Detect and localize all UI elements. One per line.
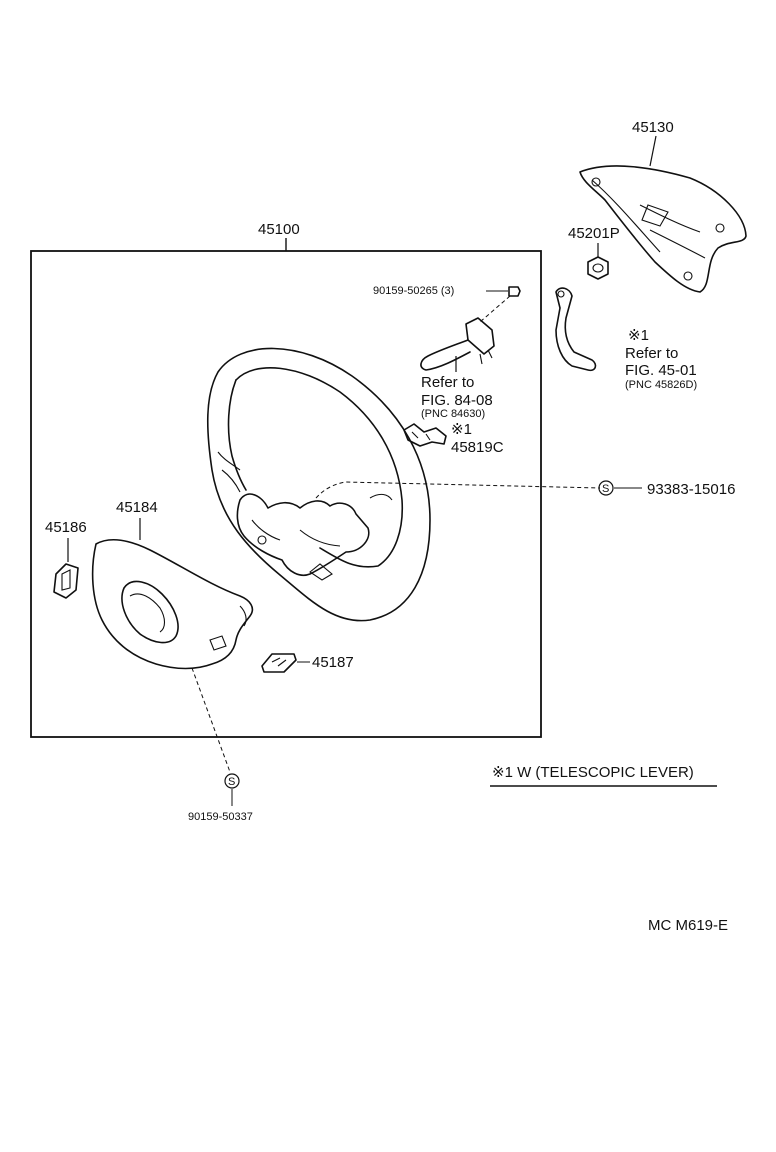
part-number-45819c: 45819C (451, 439, 504, 456)
part-number-45186: 45186 (45, 519, 87, 536)
part-number-90159-50337: 90159-50337 (188, 811, 253, 823)
telescopic-lever-icon (555, 287, 597, 372)
figure-code: MC M619-E (648, 917, 728, 934)
bolt-icon (508, 286, 521, 297)
pad-leader (649, 135, 657, 167)
screw-symbol-bottom (224, 773, 240, 789)
part-number-45100: 45100 (258, 221, 300, 238)
steering-wheel-icon (206, 347, 431, 622)
screw-bottom-dash-line (191, 667, 231, 773)
lower-cover-icon (91, 538, 254, 670)
refer-to-right: Refer to (625, 345, 678, 362)
screw-symbol-bottom-letter: S (228, 776, 235, 788)
pnc-84630: (PNC 84630) (421, 408, 485, 420)
cap-45187-icon (261, 653, 297, 673)
part-number-45201p: 45201P (568, 225, 620, 242)
part-number-45184: 45184 (116, 499, 158, 516)
screw-right-dash-line (315, 481, 601, 499)
part-number-45187: 45187 (312, 654, 354, 671)
part-number-93383-15016: 93383-15016 (647, 481, 735, 498)
screw-symbol-right (598, 480, 614, 496)
fig-84-08: FIG. 84-08 (421, 392, 493, 409)
horn-pad-icon (579, 165, 747, 293)
screw-symbol-right-letter: S (602, 483, 609, 495)
bolt-dash-line (479, 295, 511, 323)
fig-45-01: FIG. 45-01 (625, 362, 697, 379)
part-number-45130: 45130 (632, 119, 674, 136)
cap-45186-icon (53, 563, 79, 599)
pnc-45826d: (PNC 45826D) (625, 379, 697, 391)
part-number-90159-50265: 90159-50265 (3) (373, 285, 454, 297)
nut-icon (587, 256, 609, 280)
note-1-left: ※1 (451, 421, 472, 438)
assembly-frame (30, 250, 542, 738)
refer-to-left: Refer to (421, 374, 474, 391)
legend-telescopic-lever: ※1 W (TELESCOPIC LEVER) (492, 764, 694, 781)
note-1-right: ※1 (628, 327, 649, 344)
bracket-45819c-icon (403, 423, 447, 447)
switch-lever-icon (420, 317, 495, 371)
